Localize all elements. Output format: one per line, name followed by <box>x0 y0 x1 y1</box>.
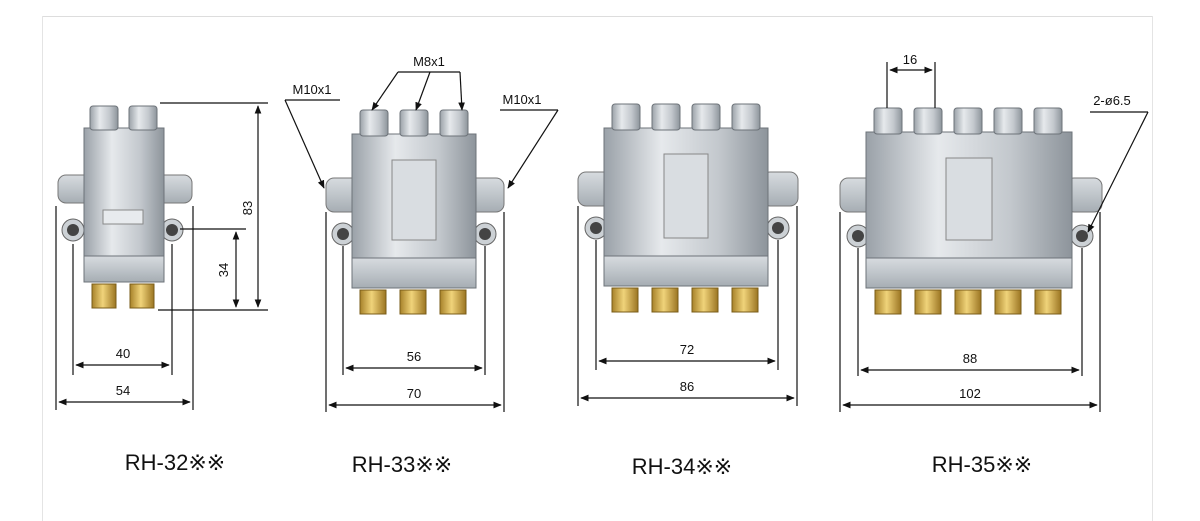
unit-rh-33: M10x1 M8x1 M10x1 56 70 RH-33※※ <box>284 54 559 477</box>
thread-label-outlet: M8x1 <box>413 54 445 69</box>
distributor-body-rh-34 <box>577 103 799 313</box>
dim-width-total-label: 70 <box>407 386 421 401</box>
thread-label-inlet-left: M10x1 <box>292 82 331 97</box>
dimensions-rh-35 <box>839 62 1149 412</box>
frame-top-border <box>42 16 1152 17</box>
model-label: RH-35※※ <box>932 452 1032 477</box>
unit-rh-32: 83 34 40 54 RH-32※※ <box>55 102 268 475</box>
dim-height-holes-label: 34 <box>216 263 231 277</box>
dim-height-total-label: 83 <box>240 201 255 215</box>
thread-label-inlet-right: M10x1 <box>502 92 541 107</box>
dim-hole-pitch-label: 72 <box>680 342 694 357</box>
dim-hole-pitch-label: 56 <box>407 349 421 364</box>
dimensions-rh-32 <box>55 102 268 410</box>
distributor-body-rh-35 <box>839 107 1103 315</box>
dimensions-rh-33 <box>284 71 559 412</box>
unit-rh-35: 16 2-ø6.5 88 102 RH-35※※ <box>839 52 1149 477</box>
dim-hole-pitch-label: 88 <box>963 351 977 366</box>
dim-width-total-label: 86 <box>680 379 694 394</box>
dim-port-pitch-label: 16 <box>903 52 917 67</box>
dimensions-rh-34 <box>577 206 798 406</box>
model-label: RH-34※※ <box>632 454 732 479</box>
distributor-body-rh-33 <box>325 109 505 315</box>
frame-right-border <box>1152 16 1153 521</box>
mount-holes-label: 2-ø6.5 <box>1093 93 1131 108</box>
model-label: RH-33※※ <box>352 452 452 477</box>
distributor-body-rh-32 <box>57 105 193 309</box>
unit-rh-34: 72 86 RH-34※※ <box>577 103 799 479</box>
dim-width-total-label: 54 <box>116 383 130 398</box>
dim-hole-pitch-label: 40 <box>116 346 130 361</box>
frame-left-border <box>42 16 43 521</box>
dim-width-total-label: 102 <box>959 386 981 401</box>
model-label: RH-32※※ <box>125 450 225 475</box>
